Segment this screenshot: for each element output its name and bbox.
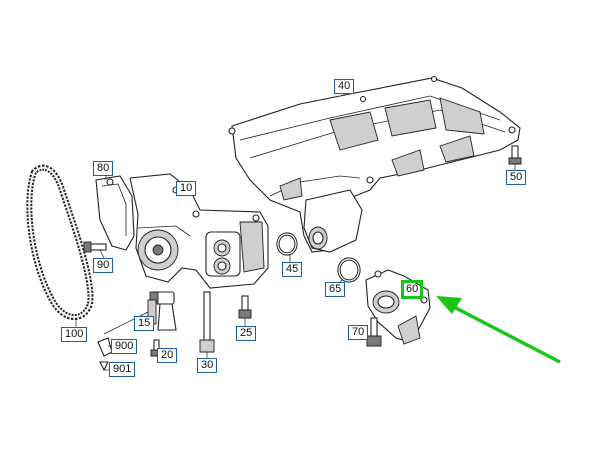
o-ring-45 <box>276 232 298 262</box>
callout-50: 50 <box>506 170 527 185</box>
oil-pan <box>228 75 521 253</box>
callout-20: 20 <box>157 348 178 363</box>
chain-guide <box>95 174 135 251</box>
bolt-90 <box>83 241 107 259</box>
timing-chain <box>26 164 94 328</box>
callout-100: 100 <box>61 327 88 342</box>
callout-900: 900 <box>111 339 138 354</box>
oil-pump <box>129 173 269 289</box>
sensor-15 <box>147 291 177 331</box>
bolt-25 <box>238 295 252 326</box>
highlight-arrow <box>436 296 561 364</box>
suction-pipe <box>365 269 431 345</box>
o-ring-65 <box>337 257 361 285</box>
callout-70: 70 <box>348 325 369 340</box>
callout-60-highlighted: 60 <box>401 280 424 299</box>
callout-90: 90 <box>93 258 114 273</box>
bolt-70 <box>361 317 382 347</box>
callout-40: 40 <box>334 79 355 94</box>
callout-901: 901 <box>109 362 136 377</box>
bolt-30 <box>199 291 215 360</box>
callout-45: 45 <box>282 262 303 277</box>
callout-10: 10 <box>176 181 197 196</box>
callout-15: 15 <box>134 316 155 331</box>
callout-25: 25 <box>236 326 257 341</box>
callout-30: 30 <box>197 358 218 373</box>
bolt-50 <box>508 145 522 170</box>
callout-65: 65 <box>325 282 346 297</box>
callout-80: 80 <box>93 161 114 176</box>
